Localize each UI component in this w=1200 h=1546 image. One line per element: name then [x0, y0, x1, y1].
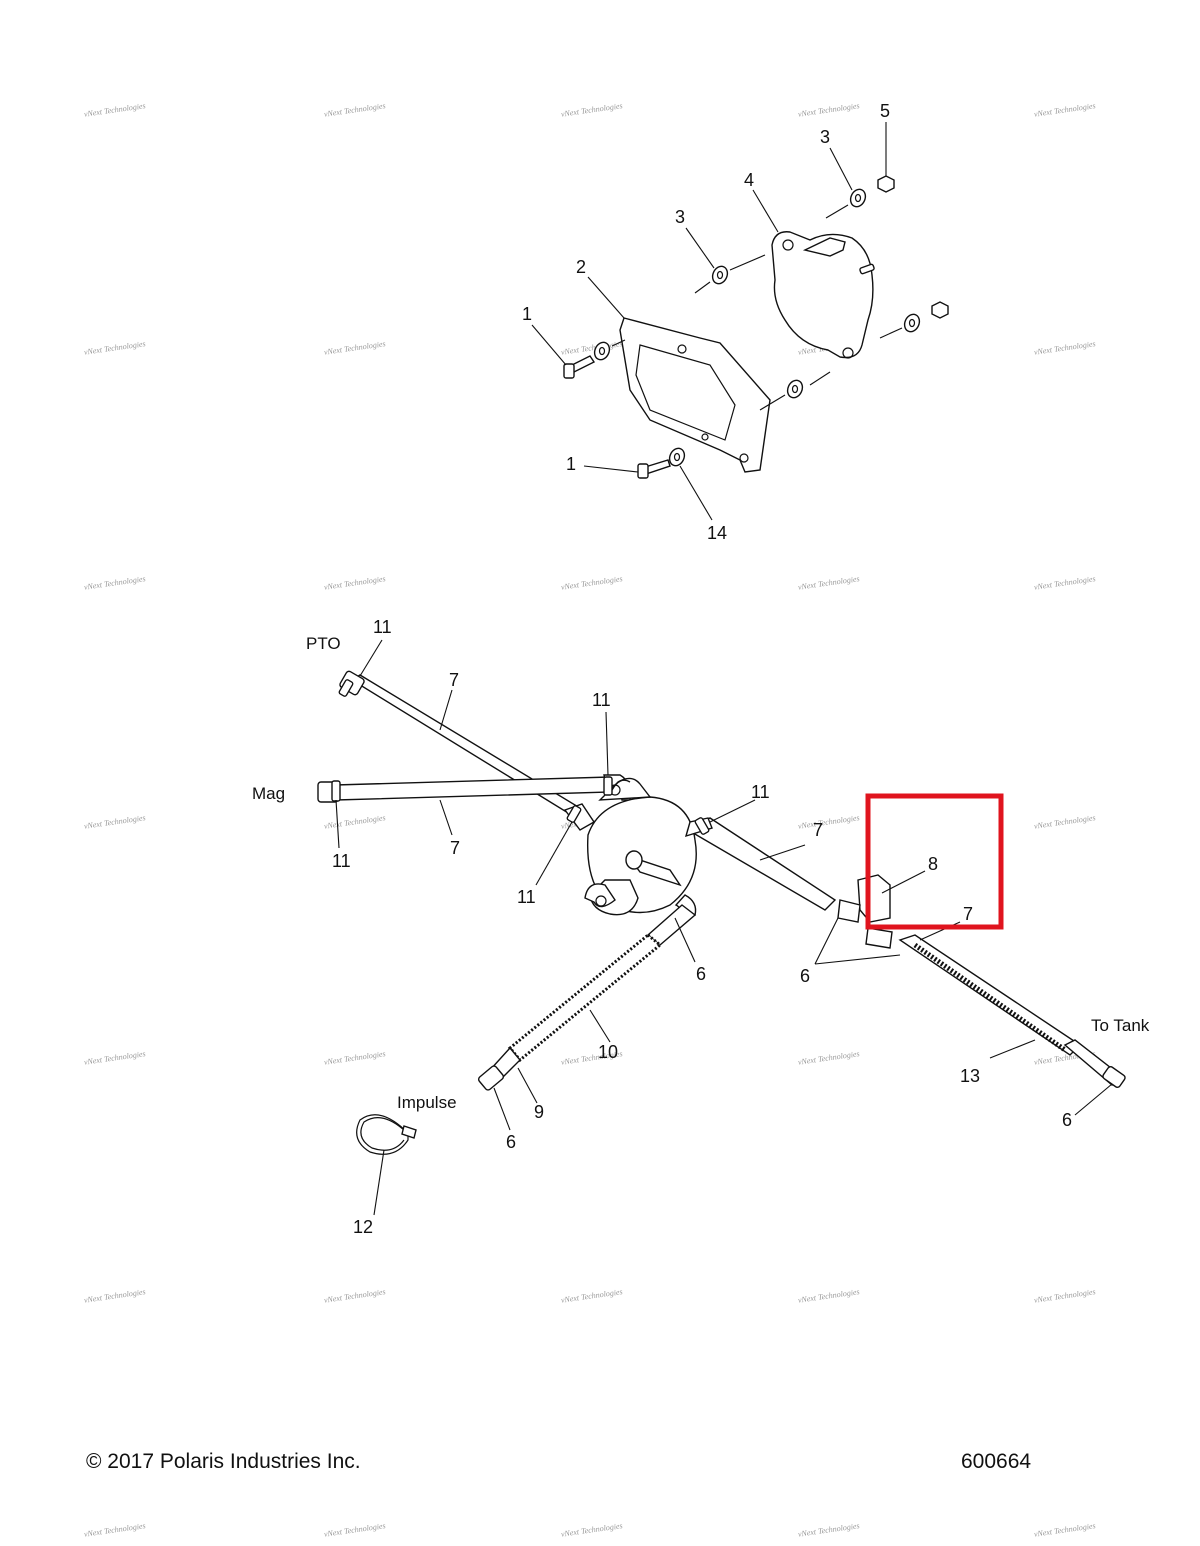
watermark: vNext Technologies — [323, 1287, 386, 1305]
callout-11a: 11 — [373, 617, 392, 637]
callout-11c: 11 — [751, 782, 770, 802]
watermark: vNext Technologies — [560, 101, 623, 119]
callout-1b: 1 — [566, 454, 576, 474]
impulse-hose — [477, 894, 697, 1091]
upper-assembly-center-lines — [611, 204, 903, 411]
watermark: vNext Technologies — [797, 1521, 860, 1539]
callout-11b: 11 — [592, 690, 611, 710]
label-to-tank: To Tank — [1091, 1016, 1150, 1035]
watermark: vNext Technologies — [797, 1049, 860, 1067]
watermark: vNext Technologies — [323, 574, 386, 592]
callout-3b: 3 — [820, 127, 830, 147]
callout-14: 14 — [707, 523, 727, 543]
callout-5: 5 — [880, 101, 890, 121]
callout-6a: 6 — [696, 964, 706, 984]
watermark: vNext Technologies — [560, 339, 623, 357]
callout-6d: 6 — [1062, 1110, 1072, 1130]
tee-fitting — [837, 874, 893, 949]
callout-7d: 7 — [963, 904, 973, 924]
tank-hose — [898, 934, 1126, 1088]
figure-number: 600664 — [961, 1450, 1032, 1473]
watermark: vNext Technologies — [323, 339, 386, 357]
watermark: vNext Technologies — [1033, 574, 1096, 592]
watermark: vNext Technologies — [560, 1287, 623, 1305]
callout-11d: 11 — [332, 851, 351, 871]
clamps — [331, 679, 710, 835]
callout-11e: 11 — [517, 887, 536, 907]
callout-7a: 7 — [449, 670, 459, 690]
callout-6c: 6 — [506, 1132, 516, 1152]
watermark: vNext Technologies — [1033, 101, 1096, 119]
watermark: vNext Technologies — [560, 1521, 623, 1539]
watermark: vNext Technologies — [323, 101, 386, 119]
highlight-box — [865, 793, 1004, 930]
watermark: vNext Technologies — [83, 339, 146, 357]
washers-nuts-bolts — [563, 175, 949, 479]
callout-10: 10 — [598, 1042, 618, 1062]
callout-numbers: 1 1 2 3 3 4 5 14 11 7 11 11 7 11 7 11 8 … — [332, 101, 1072, 1237]
watermark: vNext Technologies — [83, 1521, 146, 1539]
callout-6b: 6 — [800, 966, 810, 986]
callout-2: 2 — [576, 257, 586, 277]
watermark: vNext Technologies — [1033, 1287, 1096, 1305]
pulse-fuel-pump — [584, 777, 697, 916]
callout-7b: 7 — [813, 820, 823, 840]
watermark: vNext Technologies — [1033, 813, 1096, 831]
callout-12: 12 — [353, 1217, 373, 1237]
callout-8: 8 — [928, 854, 938, 874]
label-mag: Mag — [252, 784, 285, 803]
watermark: vNext Technologies — [83, 1049, 146, 1067]
callout-9: 9 — [534, 1102, 544, 1122]
callout-4: 4 — [744, 170, 754, 190]
fuel-pump-bracket — [619, 317, 771, 473]
watermark: vNext Technologies — [323, 1521, 386, 1539]
pto-hose — [339, 670, 595, 831]
lower-leader-lines — [335, 639, 1113, 1216]
callout-13: 13 — [960, 1066, 980, 1086]
callout-3a: 3 — [675, 207, 685, 227]
watermark: vNext Technologies — [83, 1287, 146, 1305]
watermark: vNext Technologies — [83, 101, 146, 119]
watermark: vNext Technologies — [1033, 339, 1096, 357]
watermark: vNext Technologies — [83, 574, 146, 592]
watermark: vNext Technologies — [797, 1287, 860, 1305]
label-impulse: Impulse — [397, 1093, 457, 1112]
watermark: vNext Technologies — [560, 574, 623, 592]
watermark: vNext Technologies — [323, 813, 386, 831]
label-pto: PTO — [306, 634, 341, 653]
watermark: vNext Technologies — [323, 1049, 386, 1067]
diagram-labels: PTO Mag Impulse To Tank — [252, 634, 1150, 1112]
watermark: vNext Technologies — [797, 574, 860, 592]
copyright-text: © 2017 Polaris Industries Inc. — [86, 1450, 361, 1473]
watermark: vNext Technologies — [83, 813, 146, 831]
callout-1a: 1 — [522, 304, 532, 324]
fuel-pump-body — [771, 231, 875, 359]
upper-leader-lines — [531, 122, 887, 521]
watermark: vNext Technologies — [797, 101, 860, 119]
watermark: vNext Technologies — [1033, 1521, 1096, 1539]
callout-7c: 7 — [450, 838, 460, 858]
watermark: vNext Technologies — [797, 813, 860, 831]
impulse-line-clamp — [356, 1114, 417, 1155]
mag-hose — [317, 774, 631, 803]
